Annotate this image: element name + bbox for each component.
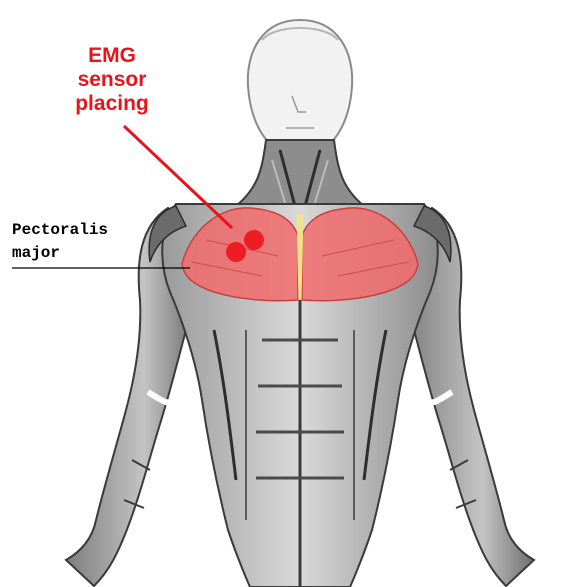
emg-label-line: sensor (52, 68, 172, 92)
pectoralis-major-label: Pectoralis major (12, 219, 162, 265)
muscle-label-line: major (12, 242, 162, 265)
muscle-label-line: Pectoralis (12, 219, 162, 242)
emg-label-line: EMG (52, 44, 172, 68)
emg-label-line: placing (52, 92, 172, 116)
emg-sensor-dot (226, 242, 246, 262)
neck (236, 140, 364, 210)
emg-sensor-placing-label: EMG sensor placing (52, 44, 172, 116)
emg-sensor-dot (244, 230, 264, 250)
